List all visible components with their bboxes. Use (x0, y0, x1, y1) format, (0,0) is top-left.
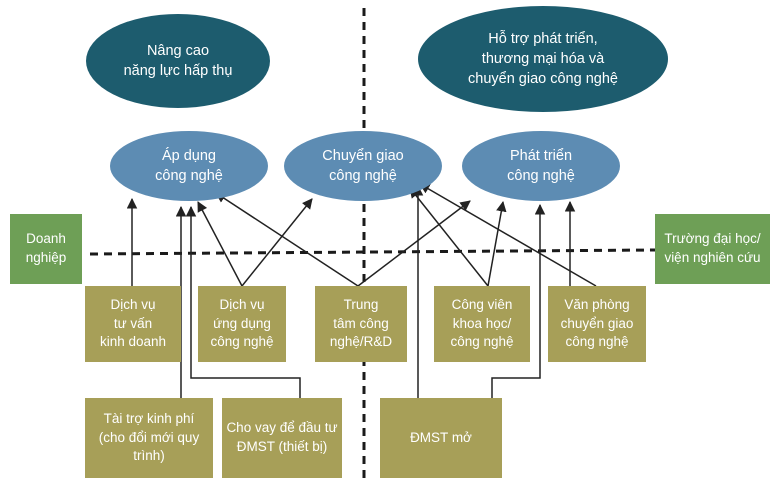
arrow-office-to-transfer (419, 183, 597, 287)
service-funding: Tài trợ kinh phí (cho đổi mới quy trình) (85, 398, 213, 478)
service-tech-application: Dịch vụ ứng dụng công nghệ (198, 286, 286, 362)
arrow-rd-to-apply (215, 192, 359, 287)
service-business-consulting: Dịch vụ tư vấn kinh doanh (85, 286, 181, 362)
service-rd-center: Trung tâm công nghệ/R&D (315, 286, 407, 362)
service-science-park: Công viên khoa học/ công nghệ (434, 286, 530, 362)
activity-apply-technology: Áp dụng công nghệ (110, 131, 268, 201)
arrow-rd-to-develop (357, 200, 471, 287)
goal-tech-support: Hỗ trợ phát triển, thương mại hóa và chu… (418, 6, 668, 112)
activity-transfer-technology: Chuyển giao công nghệ (284, 131, 442, 201)
service-investment-loans: Cho vay để đầu tư ĐMST (thiết bị) (222, 398, 342, 478)
activity-develop-technology: Phát triển công nghệ (462, 131, 620, 201)
actor-university: Trường đại học/ viện nghiên cứu (655, 214, 770, 284)
actor-business: Doanh nghiệp (10, 214, 82, 284)
arrow-open-to-develop (491, 203, 546, 398)
arrow-app-services-to-apply (197, 201, 243, 287)
horizontal-divider (89, 248, 656, 256)
arrow-techpark-to-develop (487, 200, 507, 287)
goal-absorptive-capacity: Nâng cao năng lực hấp thụ (86, 14, 270, 108)
service-open-innovation: ĐMST mở (380, 398, 502, 478)
service-transfer-office: Văn phòng chuyển giao công nghệ (548, 286, 646, 362)
arrow-app-services-to-transfer (241, 198, 313, 287)
arrow-techpark-to-transfer (409, 187, 489, 287)
arrow-loans-to-apply (185, 205, 301, 398)
